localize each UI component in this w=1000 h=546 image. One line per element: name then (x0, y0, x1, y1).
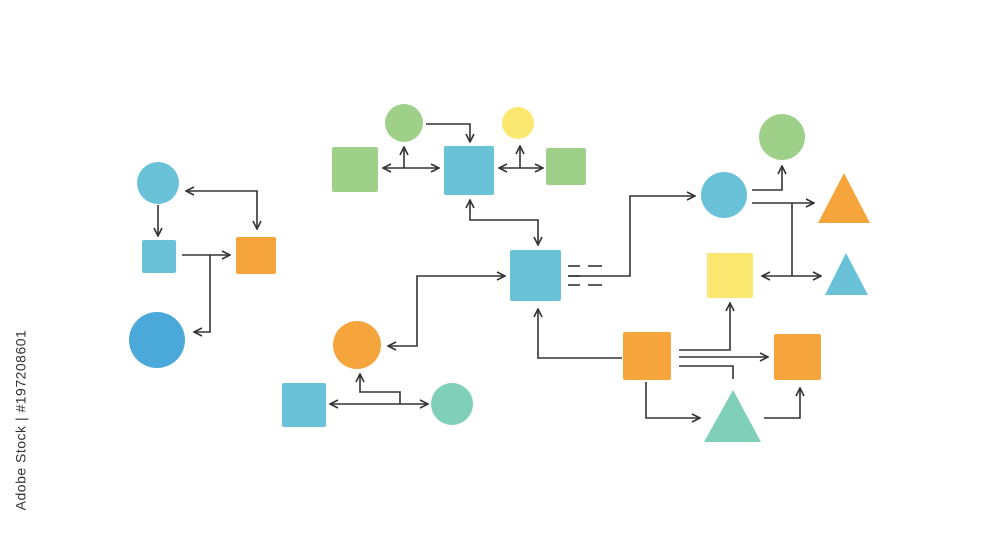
node-circle-blue (137, 162, 179, 204)
node-square-blue (444, 146, 494, 195)
node-circle-green (759, 114, 805, 160)
node-square-orange (623, 332, 671, 380)
connectors (158, 123, 821, 419)
edge-n19-n17 (679, 303, 730, 351)
node-square-blue (282, 383, 326, 427)
node-circle-blue-dark (129, 312, 185, 368)
edge-n7-n10 (470, 200, 538, 245)
node-square-green (546, 148, 586, 185)
edge-n14-n15 (752, 166, 782, 191)
node-square-green (332, 147, 378, 192)
node-square-blue (510, 250, 561, 301)
node-triangle-blue (825, 253, 868, 295)
edge-n6-n7 (426, 123, 470, 142)
node-circle-teal (431, 383, 473, 425)
node-square-blue (142, 240, 176, 273)
node-circle-green (385, 104, 423, 142)
edge-n1-n3 (186, 191, 257, 229)
nodes (129, 104, 870, 442)
edge-n21-n20 (764, 388, 800, 419)
edge-n19-parallel (679, 365, 734, 379)
stock-id-label: Adobe Stock | #197208601 (5, 300, 35, 540)
edge-n2-n4 (194, 255, 211, 332)
edge-n19-n10 (538, 309, 622, 359)
edge-branch-n11 (360, 374, 401, 404)
node-square-orange (774, 334, 821, 380)
node-circle-blue (701, 172, 747, 218)
node-circle-yellow (502, 107, 534, 139)
node-triangle-teal (704, 390, 761, 442)
stock-id-text: Adobe Stock | #197208601 (12, 329, 29, 511)
node-triangle-orange (818, 173, 870, 223)
edge-n19-n21 (645, 382, 700, 418)
node-square-yellow (707, 253, 753, 298)
edge-n10-n14 (568, 196, 695, 277)
node-circle-orange (333, 321, 381, 369)
node-square-orange (236, 237, 276, 274)
edge-n10-n11 (388, 276, 505, 346)
